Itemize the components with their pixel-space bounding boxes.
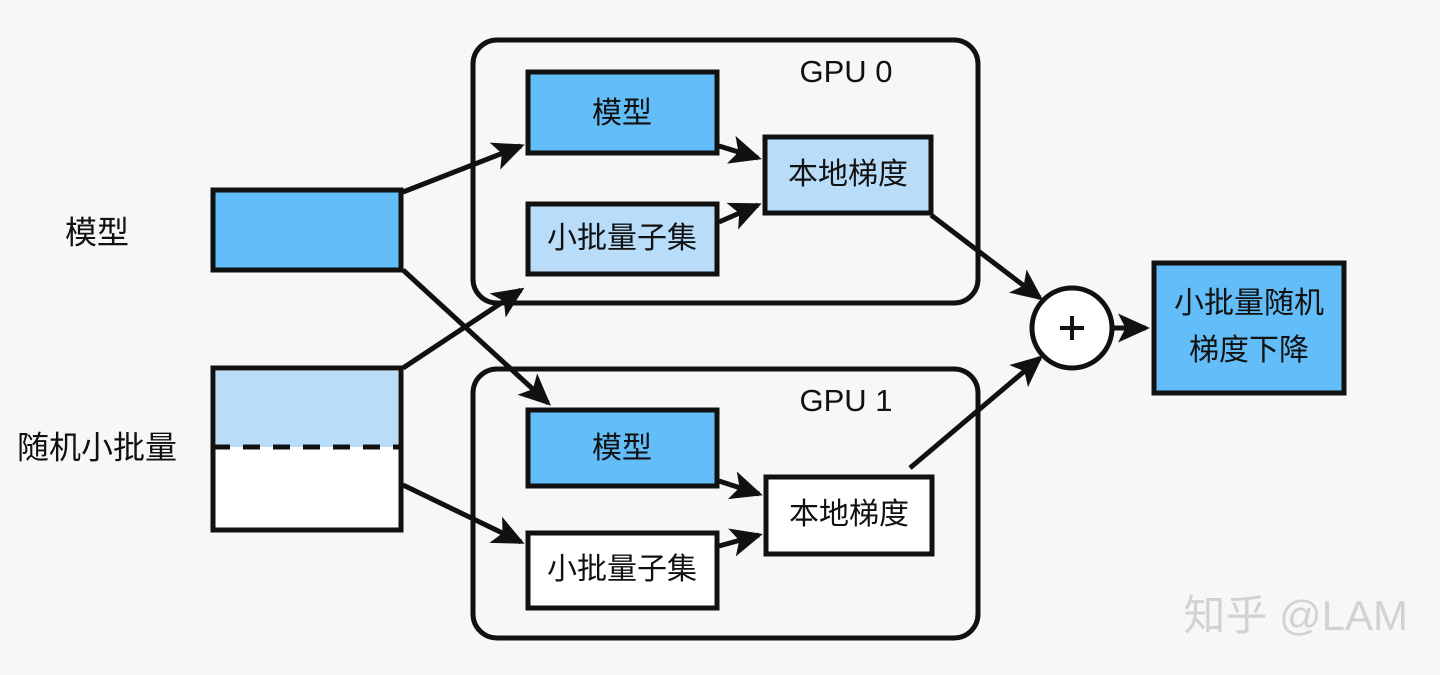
side-label-random-minibatch: 随机小批量 bbox=[17, 429, 177, 465]
edge-model-to-gpu1-model bbox=[401, 268, 551, 406]
gpu1-gradient-label: 本地梯度 bbox=[789, 498, 909, 531]
source-model-box[interactable] bbox=[210, 187, 404, 273]
gpu1-title: GPU 1 bbox=[799, 383, 892, 418]
gpu0-subset-box[interactable] bbox=[525, 201, 720, 277]
side-label-model: 模型 bbox=[65, 214, 129, 250]
source-minibatch-top-fill bbox=[216, 371, 398, 447]
gpu0-panel[interactable] bbox=[470, 37, 981, 306]
edge-model-to-gpu0-model bbox=[402, 142, 525, 195]
edge-gpu1-model-to-gradient bbox=[718, 471, 763, 500]
result-label-line1: 小批量随机 bbox=[1174, 287, 1324, 320]
edge-gpu1-subset-to-gradient bbox=[718, 528, 763, 557]
watermark: 知乎 @LAM bbox=[1183, 592, 1408, 639]
edge-gpu1-gradient-to-sum bbox=[908, 355, 1044, 470]
result-box[interactable] bbox=[1151, 260, 1347, 396]
gpu0-title: GPU 0 bbox=[799, 54, 892, 89]
gpu0-model-label: 模型 bbox=[592, 97, 652, 130]
gpu1-panel[interactable] bbox=[470, 366, 981, 641]
gpu0-gradient-label: 本地梯度 bbox=[788, 158, 908, 191]
edge-minibatch-to-gpu0-subset bbox=[401, 287, 525, 371]
edge-gpu0-subset-to-gradient bbox=[718, 202, 762, 230]
gpu1-subset-box[interactable] bbox=[525, 530, 720, 611]
result-label-line2: 梯度下降 bbox=[1189, 334, 1309, 367]
gpu0-subset-label: 小批量子集 bbox=[547, 222, 697, 255]
gpu1-subset-label: 小批量子集 bbox=[547, 553, 697, 586]
gpu0-model-box[interactable] bbox=[525, 69, 720, 156]
edge-gpu0-model-to-gradient bbox=[718, 135, 762, 164]
gpu0-gradient-box[interactable] bbox=[762, 134, 934, 216]
edge-minibatch-to-gpu1-subset bbox=[401, 482, 525, 545]
gpu1-gradient-box[interactable] bbox=[763, 474, 935, 557]
gpu1-model-box[interactable] bbox=[525, 407, 720, 489]
gpu1-model-label: 模型 bbox=[592, 432, 652, 465]
edge-gpu0-gradient-to-sum bbox=[929, 213, 1044, 301]
